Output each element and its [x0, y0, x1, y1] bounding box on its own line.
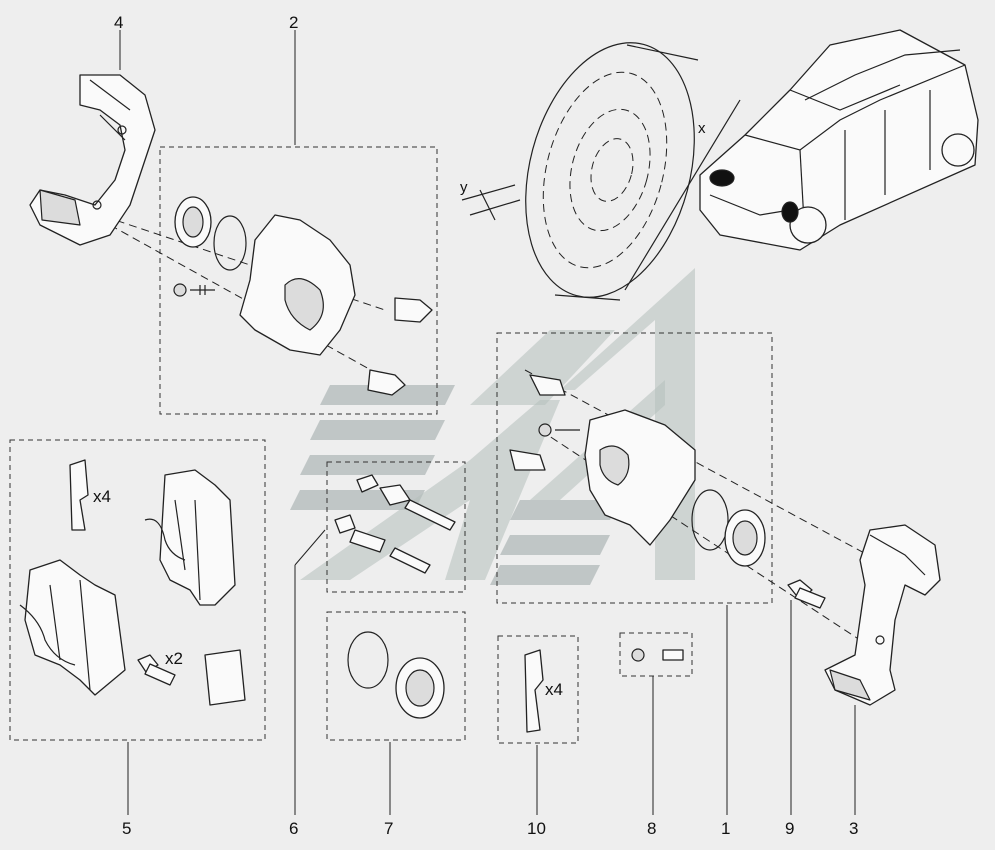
pad-kit-contents: x4 x2 — [19, 459, 246, 706]
callout-6: 6 — [289, 819, 298, 838]
callout-7: 7 — [384, 819, 393, 838]
bolt-9 — [787, 579, 826, 609]
leader-lines — [119, 30, 856, 815]
quantity-clips-kit5: x4 — [93, 487, 111, 506]
kit-box-2 — [159, 146, 438, 415]
kit-box-6 — [326, 461, 466, 593]
callout-8: 8 — [647, 819, 656, 838]
callout-5: 5 — [122, 819, 131, 838]
quantity-clips-kit10: x4 — [545, 680, 563, 699]
clip-kit-contents: x4 — [524, 649, 563, 733]
car-illustration — [699, 29, 979, 251]
dimension-x-label: x — [698, 120, 706, 137]
bleeder-kit-contents — [631, 648, 684, 662]
callout-10: 10 — [527, 819, 546, 838]
dimension-y-label: y — [460, 179, 468, 196]
brake-disc-illustration: x y — [460, 42, 741, 301]
caliper-right — [509, 374, 766, 567]
kit-box-5 — [9, 439, 266, 741]
callout-3: 3 — [849, 819, 858, 838]
kit-box-8 — [619, 632, 693, 677]
caliper-bracket-left — [29, 74, 156, 246]
caliper-bracket-right — [824, 524, 941, 706]
kit-box-1 — [496, 332, 773, 604]
callout-2: 2 — [289, 13, 298, 32]
guide-pin-kit-contents — [334, 474, 456, 574]
callout-4: 4 — [114, 13, 123, 32]
kit-box-10 — [497, 635, 579, 744]
caliper-left — [173, 196, 433, 396]
seal-kit-contents — [347, 631, 445, 719]
callout-1: 1 — [721, 819, 730, 838]
callout-9: 9 — [785, 819, 794, 838]
kit-box-7 — [326, 611, 466, 741]
quantity-bolts-kit5: x2 — [165, 649, 183, 668]
